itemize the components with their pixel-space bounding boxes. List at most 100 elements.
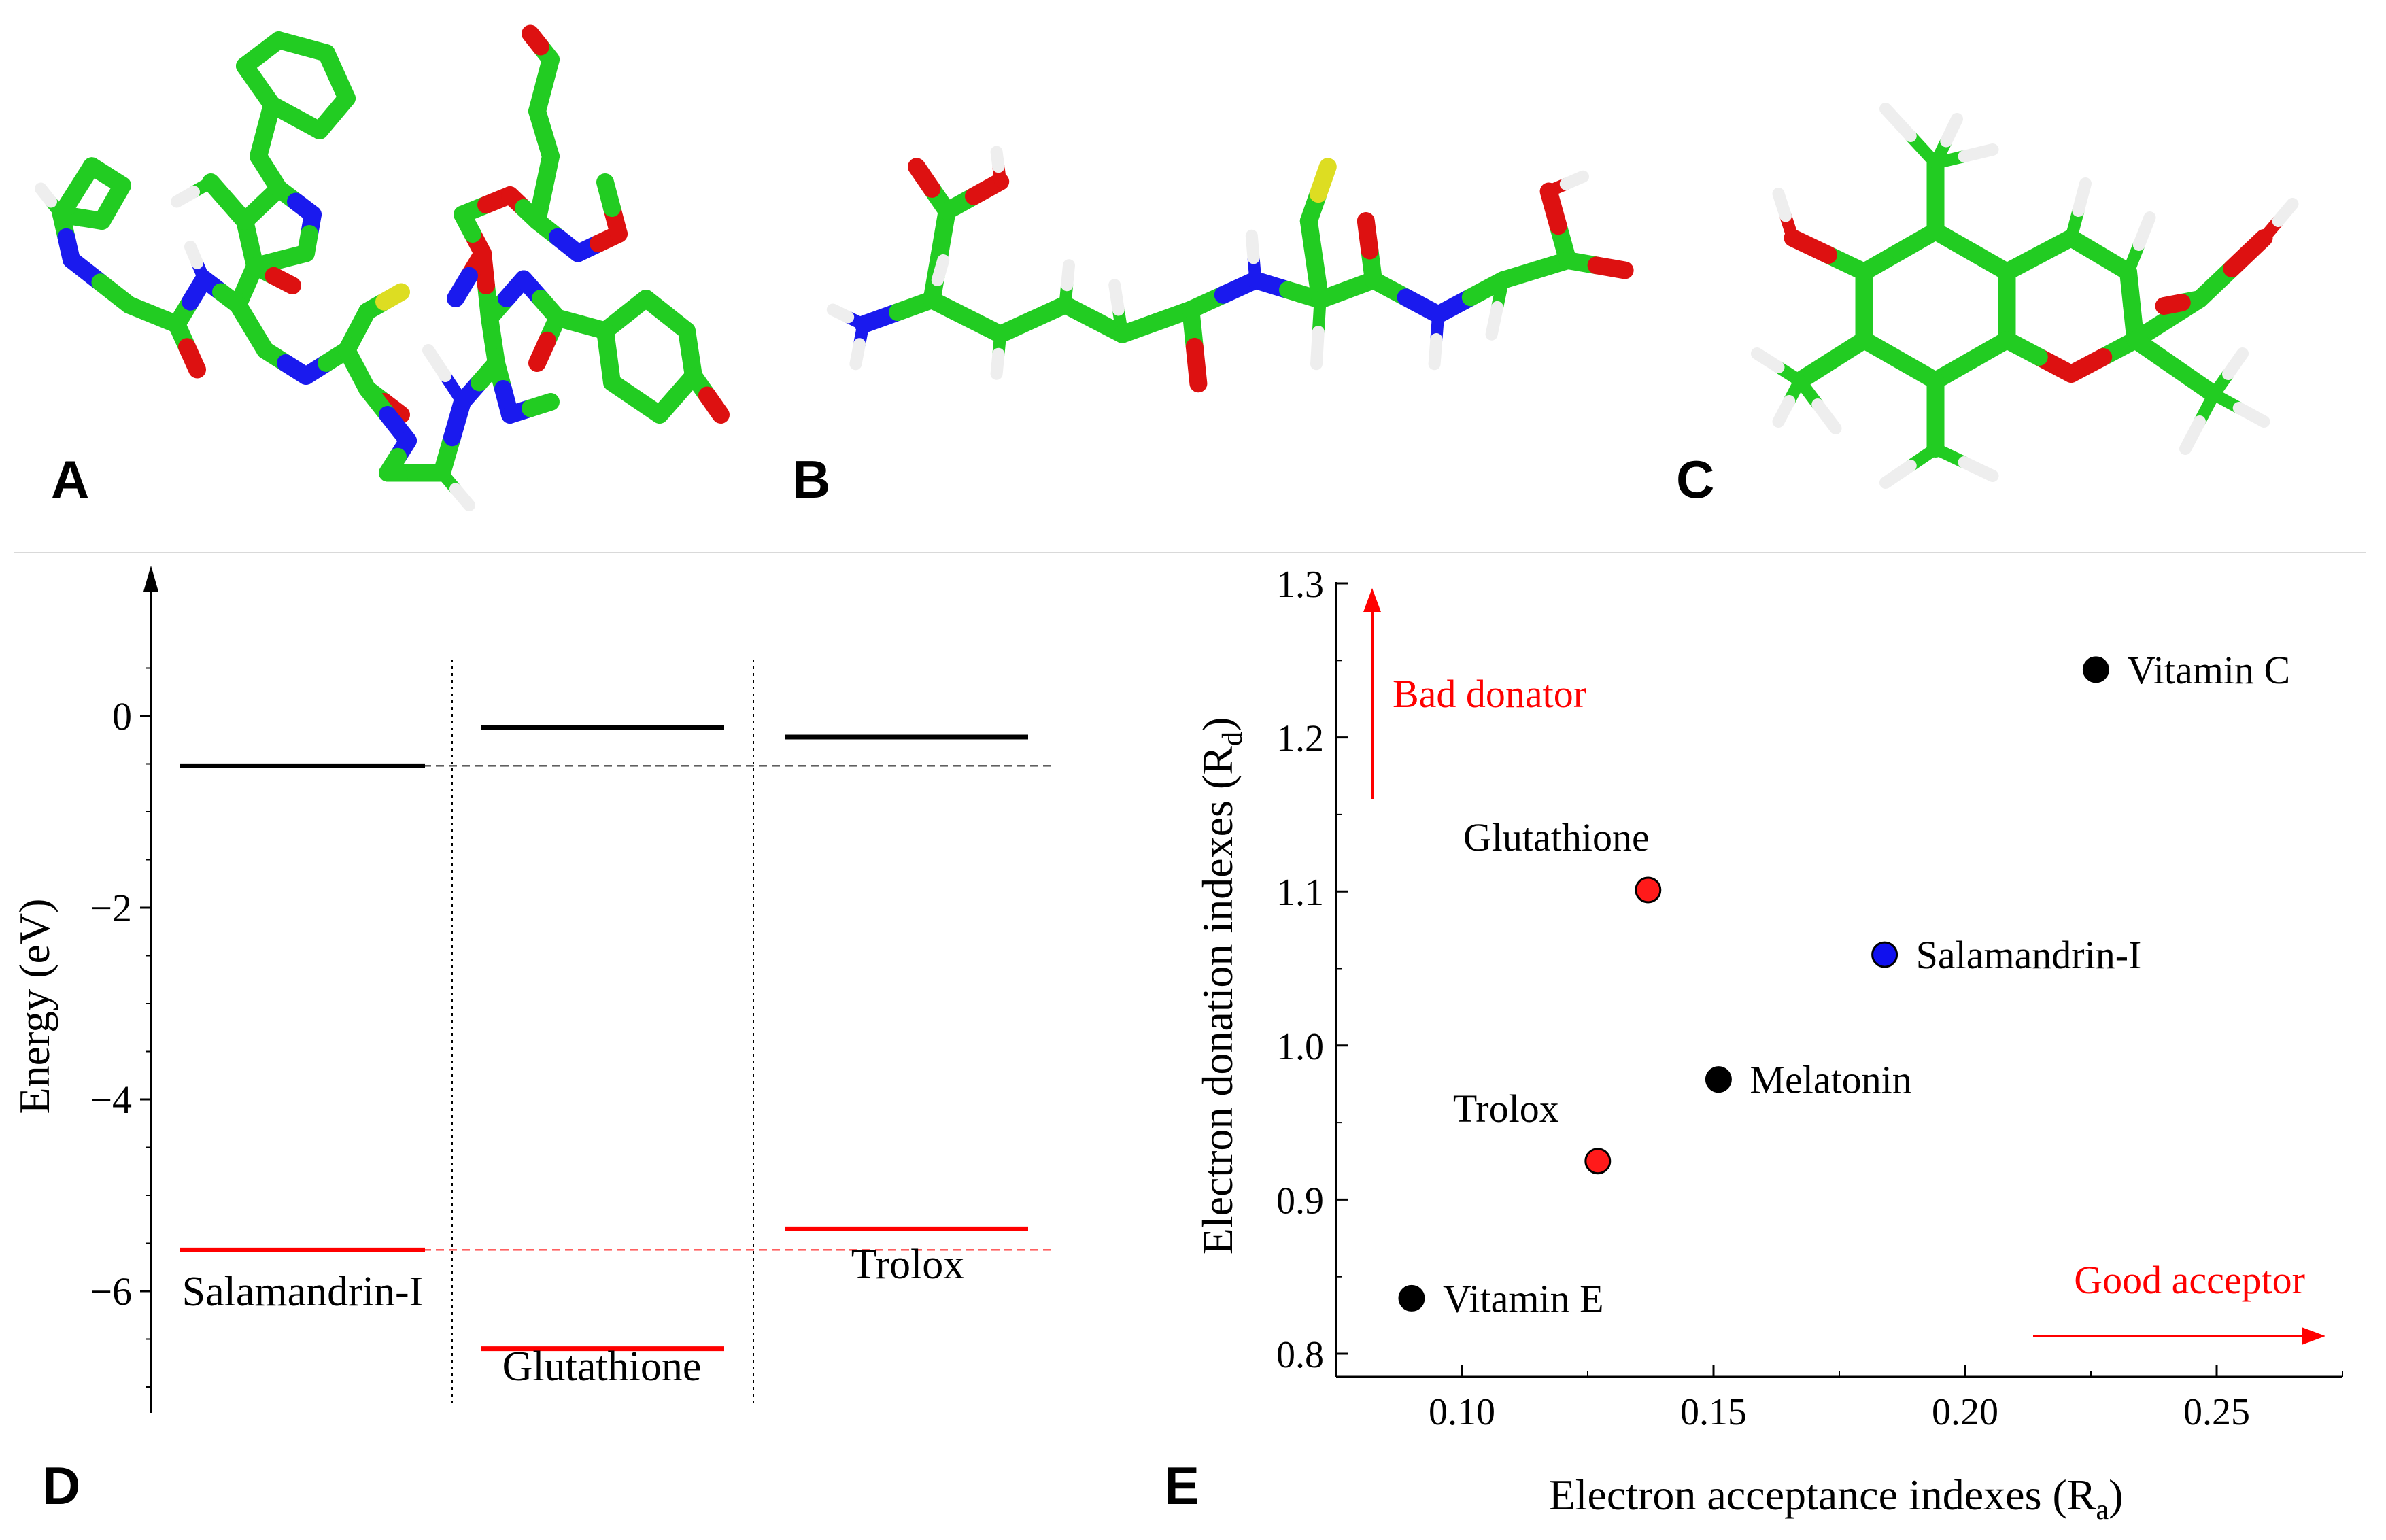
molecule-a-bond bbox=[528, 331, 556, 372]
molecule-c-bond bbox=[1784, 229, 1837, 264]
molecule-b-bond bbox=[1587, 256, 1634, 279]
energy-axis-label: Energy (eV) bbox=[10, 899, 58, 1114]
molecule-c-bond bbox=[2222, 347, 2249, 380]
molecule-a-bond bbox=[522, 24, 549, 56]
point-vitamin-c bbox=[2082, 656, 2109, 683]
molecule-c-bond bbox=[1772, 395, 1796, 428]
point-label-salamandrin-i: Salamandrin-I bbox=[1916, 933, 2142, 977]
molecule-b-bond bbox=[990, 146, 1005, 173]
category-label-trolox: Trolox bbox=[851, 1242, 965, 1288]
molecule-a-bond bbox=[422, 344, 451, 382]
molecule-a-bond bbox=[171, 186, 200, 208]
y-tick-label: 1.0 bbox=[1276, 1026, 1324, 1068]
point-label-vitamin-e: Vitamin E bbox=[1443, 1276, 1604, 1320]
point-salamandrin-i bbox=[1871, 941, 1898, 968]
molecule-a-bond bbox=[265, 267, 301, 294]
molecule-a-bond bbox=[178, 338, 206, 379]
molecule-b-bond bbox=[908, 158, 941, 198]
y-tick-label: 1.3 bbox=[1276, 564, 1324, 606]
molecule-c-bond bbox=[2132, 211, 2156, 251]
panel-label-b: B bbox=[792, 449, 831, 509]
point-glutathione bbox=[1635, 876, 1662, 904]
molecule-c-bond bbox=[1751, 347, 1785, 373]
molecule-c-bond bbox=[1772, 188, 1792, 222]
molecule-a-bond bbox=[698, 386, 730, 424]
molecule-a-bond bbox=[596, 322, 617, 366]
molecule-c-bond bbox=[2155, 294, 2191, 315]
point-melatonin bbox=[1705, 1066, 1732, 1093]
x-tick-label: 0.20 bbox=[1932, 1391, 1998, 1433]
molecule-c-bond bbox=[1879, 103, 1917, 142]
energy-diagram: Energy (eV) 0−2−4−6 Salamandrin-I Glutat… bbox=[10, 566, 1051, 1413]
molecule-c-bond bbox=[1958, 143, 1999, 162]
molecule-c-bond bbox=[1791, 352, 1841, 390]
molecule-b-bond bbox=[931, 254, 950, 286]
molecule-b-bond bbox=[1310, 326, 1325, 371]
molecule-a-bond bbox=[263, 96, 305, 126]
x-tick-label: 0.25 bbox=[2183, 1391, 2250, 1433]
molecule-c-bond bbox=[2166, 358, 2223, 403]
panel-label-a: A bbox=[51, 449, 90, 509]
molecule-b-bond bbox=[1485, 301, 1503, 341]
molecule-b-bond bbox=[990, 347, 1005, 380]
point-label-glutathione: Glutathione bbox=[1463, 815, 1650, 859]
molecule-b-bond bbox=[1357, 212, 1379, 260]
molecule-b-bond bbox=[1061, 259, 1075, 292]
good-acceptor-label: Good acceptor bbox=[2074, 1258, 2305, 1302]
molecule-c-bond bbox=[2072, 177, 2092, 217]
molecule-c-bond bbox=[1958, 456, 1999, 482]
molecule-b-bond bbox=[849, 338, 866, 371]
category-label-salamandrin: Salamandrin-I bbox=[182, 1269, 424, 1315]
energy-levels bbox=[180, 660, 1051, 1407]
energy-tick-label: −2 bbox=[90, 886, 132, 930]
molecule-b-bond bbox=[1245, 229, 1260, 264]
point-vitamin-e bbox=[1398, 1284, 1425, 1312]
category-label-glutathione: Glutathione bbox=[502, 1344, 702, 1390]
molecule-a-bond bbox=[52, 181, 86, 224]
panel-label-c: C bbox=[1676, 449, 1715, 509]
panel-label-d: D bbox=[42, 1456, 81, 1516]
molecule-a-bond bbox=[375, 283, 410, 311]
panel-divider bbox=[14, 552, 2366, 553]
molecule-c-bond bbox=[2272, 198, 2299, 227]
point-label-vitamin-c: Vitamin C bbox=[2127, 648, 2290, 692]
molecule-c-bond bbox=[1998, 331, 2048, 366]
annotations: Bad donator Good acceptor bbox=[1363, 588, 2325, 1345]
molecule-b-bond bbox=[1108, 279, 1125, 316]
point-trolox bbox=[1584, 1148, 1612, 1175]
molecule-b-image bbox=[826, 146, 1634, 393]
molecule-a-bond bbox=[449, 483, 475, 511]
molecule-b-bond bbox=[1428, 333, 1443, 371]
molecule-c-image bbox=[1751, 103, 2299, 489]
molecule-b-bond bbox=[1185, 337, 1208, 393]
y-tick-label: 1.1 bbox=[1276, 872, 1324, 914]
molecule-b-bond bbox=[826, 303, 855, 324]
energy-axis-arrow bbox=[143, 566, 158, 592]
energy-axis: 0−2−4−6 bbox=[90, 566, 158, 1413]
point-label-melatonin: Melatonin bbox=[1750, 1058, 1911, 1102]
panel-label-e: E bbox=[1164, 1456, 1200, 1516]
y-tick-label: 1.2 bbox=[1276, 718, 1324, 760]
molecule-c-bond bbox=[2179, 415, 2206, 455]
molecule-a-bond bbox=[522, 393, 560, 417]
molecule-c-bond bbox=[1879, 460, 1917, 489]
energy-tick-label: −4 bbox=[90, 1078, 132, 1122]
x-tick-label: 0.15 bbox=[1680, 1391, 1747, 1433]
x-axis-label: Electron acceptance indexes (Ra) bbox=[1549, 1471, 2124, 1526]
molecule-a-image bbox=[35, 24, 730, 511]
molecule-a-bond bbox=[447, 267, 478, 307]
molecule-b-bond bbox=[1559, 170, 1589, 190]
y-axis-label: Electron donation indexes (Rd) bbox=[1193, 717, 1248, 1255]
x-tick-label: 0.10 bbox=[1429, 1391, 1495, 1433]
molecule-c-bond bbox=[1940, 113, 1963, 148]
molecule-a-bond bbox=[596, 173, 621, 217]
molecule-c-bond bbox=[1811, 398, 1842, 434]
molecule-a-bond bbox=[35, 182, 57, 208]
molecule-c-bond bbox=[2223, 229, 2273, 277]
energy-tick-label: −6 bbox=[90, 1269, 132, 1314]
y-tick-label: 0.9 bbox=[1276, 1180, 1324, 1222]
point-label-trolox: Trolox bbox=[1453, 1086, 1559, 1131]
